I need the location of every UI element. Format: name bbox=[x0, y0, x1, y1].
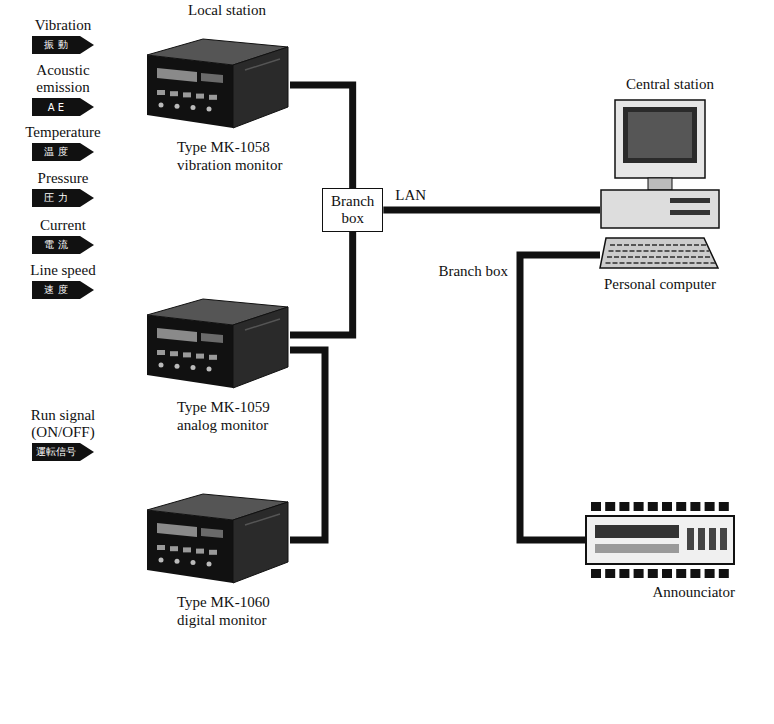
analog-monitor-drawing bbox=[145, 295, 290, 390]
cable-line bbox=[520, 255, 600, 540]
signal-tag: 電 流 bbox=[32, 236, 80, 254]
device-caption: Personal computer bbox=[580, 276, 740, 293]
signal-tag: 運転信号 bbox=[32, 443, 80, 461]
monitor-caption: Type MK-1058 vibration monitor bbox=[177, 138, 302, 174]
announciator-panel-drawing bbox=[585, 500, 735, 580]
signal-name: Run signal (ON/OFF) bbox=[13, 407, 113, 442]
cable-line bbox=[383, 207, 600, 214]
cable-line bbox=[290, 232, 353, 335]
digital-monitor: Type MK-1060 digital monitor bbox=[145, 490, 290, 585]
cable-label: LAN bbox=[393, 187, 428, 204]
signal-arrow: Vibration振 動 bbox=[32, 36, 94, 54]
announciator-panel: Announciator bbox=[585, 500, 735, 580]
personal-computer: Personal computer bbox=[600, 100, 720, 270]
signal-name: Acoustic emission bbox=[13, 62, 113, 97]
signal-arrow: Pressure圧 力 bbox=[32, 189, 94, 207]
station-label: Central station bbox=[626, 76, 714, 93]
personal-computer-drawing bbox=[600, 100, 720, 270]
signal-tag: A E bbox=[32, 98, 80, 116]
digital-monitor-drawing bbox=[145, 490, 290, 585]
signal-arrow: Acoustic emissionA E bbox=[32, 98, 94, 116]
device-caption: Announciator bbox=[653, 584, 735, 601]
signal-tag: 振 動 bbox=[32, 36, 80, 54]
signal-name: Pressure bbox=[13, 170, 113, 187]
vibration-monitor: Type MK-1058 vibration monitor bbox=[145, 35, 290, 130]
signal-name: Current bbox=[13, 217, 113, 234]
analog-monitor: Type MK-1059 analog monitor bbox=[145, 295, 290, 390]
branch-box: Branch box bbox=[322, 188, 383, 232]
cable-line bbox=[290, 350, 325, 540]
monitor-caption: Type MK-1060 digital monitor bbox=[177, 593, 302, 629]
cable-label: Branch box bbox=[436, 263, 510, 280]
signal-arrow: Current電 流 bbox=[32, 236, 94, 254]
signal-name: Line speed bbox=[13, 262, 113, 279]
vibration-monitor-drawing bbox=[145, 35, 290, 130]
signal-tag: 温 度 bbox=[32, 143, 80, 161]
cable-line bbox=[290, 85, 353, 188]
box-label: Branch box bbox=[331, 193, 374, 227]
signal-name: Vibration bbox=[13, 17, 113, 34]
signal-name: Temperature bbox=[13, 124, 113, 141]
signal-arrow: Temperature温 度 bbox=[32, 143, 94, 161]
monitor-caption: Type MK-1059 analog monitor bbox=[177, 398, 302, 434]
signal-tag: 圧 力 bbox=[32, 189, 80, 207]
station-label: Local station bbox=[188, 2, 266, 19]
signal-arrow: Line speed速 度 bbox=[32, 281, 94, 299]
signal-arrow: Run signal (ON/OFF)運転信号 bbox=[32, 443, 94, 461]
signal-tag: 速 度 bbox=[32, 281, 80, 299]
